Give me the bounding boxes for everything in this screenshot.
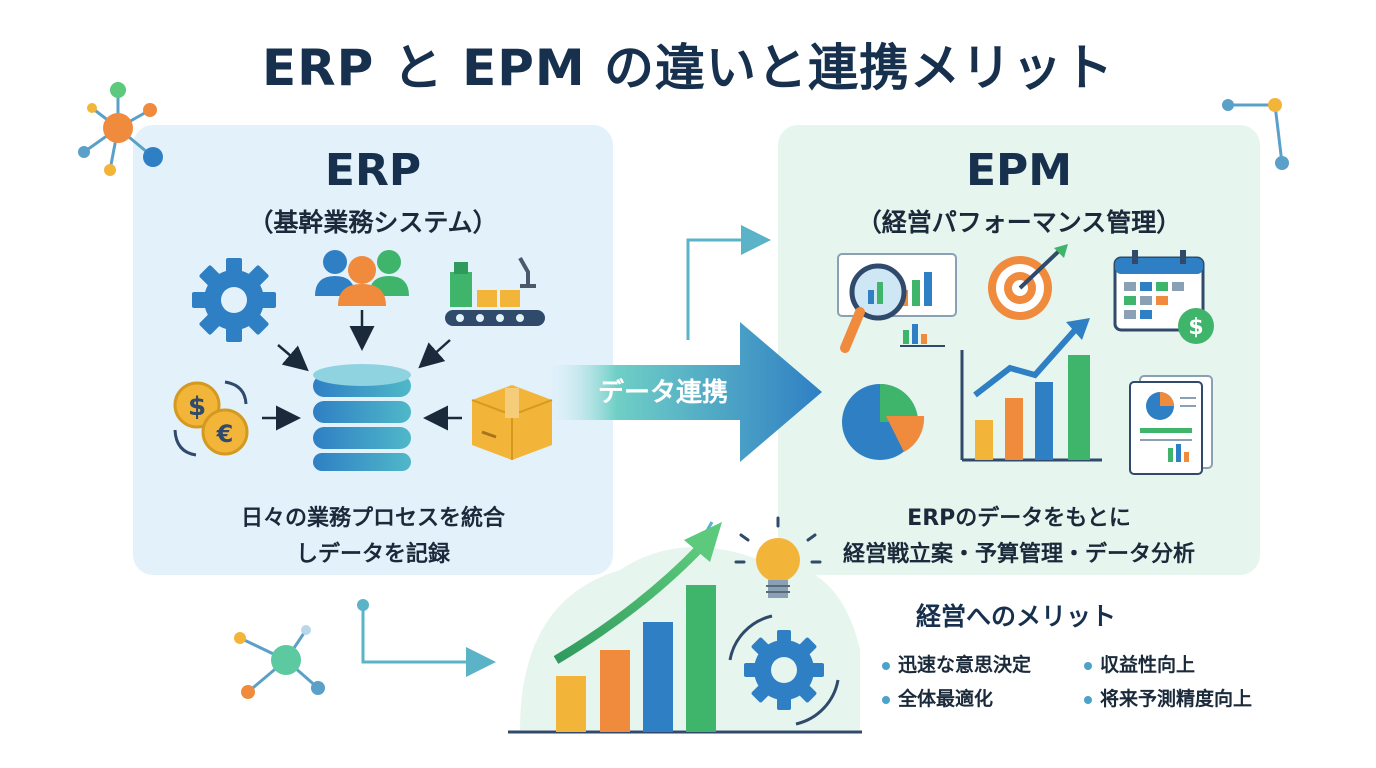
connector-to-epm-top	[686, 225, 771, 340]
growth-chart-icon	[508, 522, 862, 734]
benefit-label: 全体最適化	[898, 688, 994, 710]
epm-panel: EPM （経営パフォーマンス管理） ERPのデータをもとに 経営戦立案・予算管理…	[778, 125, 1260, 575]
epm-description-line2: 経営戦立案・予算管理・データ分析	[842, 542, 1195, 567]
gear-icon	[192, 258, 276, 342]
epm-name: EPM	[965, 145, 1073, 196]
erp-description-line1: 日々の業務プロセスを統合	[240, 506, 505, 531]
erp-name: ERP	[324, 145, 422, 196]
calendar-dollar-icon: $	[1113, 250, 1214, 344]
network-decoration-bottomleft	[234, 625, 325, 699]
target-icon	[988, 244, 1068, 320]
data-flow-arrow	[548, 322, 822, 462]
bullet-icon	[1084, 695, 1092, 704]
benefit-label: 迅速な意思決定	[898, 654, 1032, 676]
network-decoration-topleft	[78, 82, 163, 176]
svg-text:€: €	[216, 420, 234, 448]
benefit-item: 迅速な意思決定	[882, 650, 1031, 677]
svg-text:$: $	[1188, 315, 1203, 340]
factory-icon	[445, 257, 545, 326]
benefit-item: 将来予測精度向上	[1084, 684, 1252, 711]
growth-bar-chart-icon	[960, 318, 1102, 462]
epm-description-line1: ERPのデータをもとに	[907, 506, 1131, 531]
epm-subtitle: （経営パフォーマンス管理）	[856, 208, 1182, 237]
benefits-title: 経営へのメリット	[916, 602, 1117, 631]
erp-description-line2: しデータを記録	[295, 542, 450, 567]
currency-exchange-icon: $ €	[173, 380, 249, 457]
connector-erp-to-benefits	[361, 605, 496, 677]
pie-chart-icon	[842, 384, 925, 460]
benefit-item: 収益性向上	[1084, 650, 1195, 677]
people-icon	[315, 250, 409, 306]
bullet-icon	[882, 661, 890, 670]
data-flow-label: データ連携	[598, 378, 729, 408]
bullet-icon	[1084, 661, 1092, 670]
svg-text:$: $	[188, 392, 206, 422]
bullet-icon	[882, 695, 890, 704]
report-document-icon	[1129, 375, 1213, 475]
page-title: ERP と EPM の違いと連携メリット	[261, 39, 1115, 97]
analysis-magnifier-icon	[837, 253, 957, 353]
database-icon	[313, 364, 411, 471]
benefit-item: 全体最適化	[882, 684, 993, 711]
benefit-label: 将来予測精度向上	[1100, 688, 1253, 710]
lightbulb-icon	[734, 516, 822, 598]
box-icon	[471, 385, 553, 460]
benefit-label: 収益性向上	[1100, 654, 1196, 676]
cycle-gear-icon	[728, 614, 840, 726]
erp-subtitle: （基幹業務システム）	[248, 208, 498, 237]
network-decoration-topright	[1222, 98, 1289, 170]
